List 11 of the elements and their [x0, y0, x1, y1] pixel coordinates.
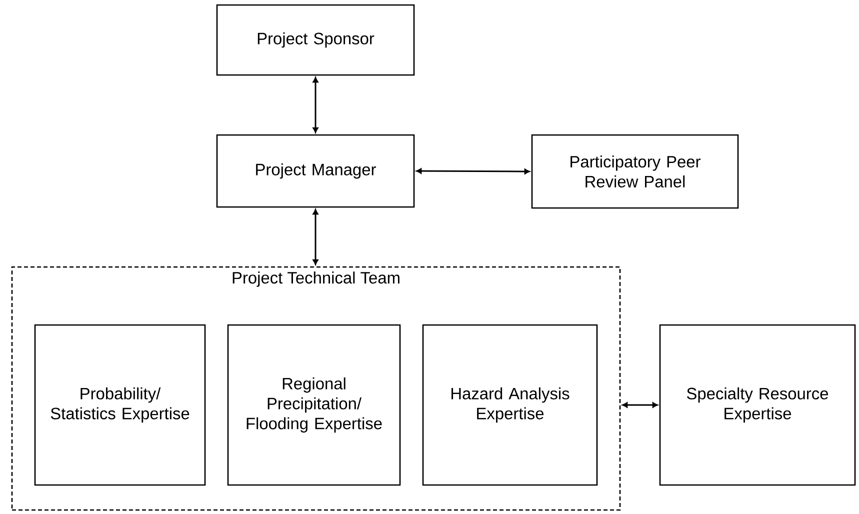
process-box: Project Sponsor [216, 4, 415, 76]
process-box: Hazard Analysis Expertise [422, 324, 598, 486]
process-box: Regional Precipitation/ Flooding Expertise [227, 324, 401, 486]
process-box: Probability/ Statistics Expertise [34, 324, 206, 486]
process-box: Specialty Resource Expertise [659, 324, 856, 486]
arrow [312, 209, 318, 265]
arrow [416, 168, 530, 174]
arrow [622, 402, 658, 408]
process-box: Project Manager [216, 134, 415, 208]
arrow [312, 77, 318, 133]
process-box: Participatory Peer Review Panel [531, 134, 739, 209]
